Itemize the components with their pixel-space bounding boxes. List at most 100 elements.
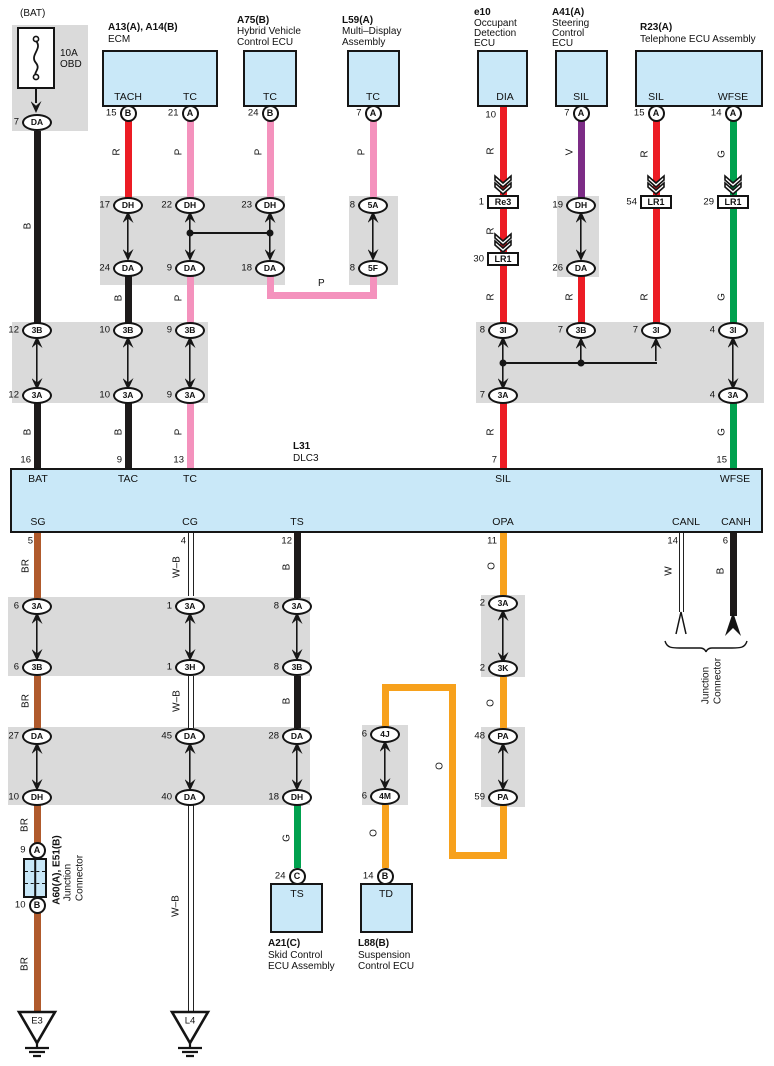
wire (577, 120, 585, 200)
wire (186, 402, 194, 468)
ecu-name: Detection (474, 28, 517, 39)
continuation-arrow-icon (675, 611, 687, 635)
wire (33, 402, 41, 468)
ecu-code: A21(C) (268, 938, 301, 949)
pin-number: 40 (161, 791, 172, 803)
pin-number: 54 (626, 196, 637, 208)
band-link-arrow (497, 609, 509, 664)
down-arrow-icon (30, 101, 42, 113)
pin-code: A (572, 104, 590, 122)
band-link-arrow (497, 742, 509, 791)
fuse-symbol-icon (32, 35, 40, 81)
wire (187, 805, 194, 1012)
wire-color-label: R (639, 150, 651, 158)
terminal-label: WFSE (717, 91, 749, 103)
gray-band (8, 727, 310, 805)
pin-number: 7 (632, 324, 638, 336)
wire (186, 276, 194, 323)
terminal-label: TC (183, 473, 197, 485)
terminal-label: TC (366, 91, 380, 103)
pin-code: A (28, 841, 46, 859)
terminal-label: TAC (117, 473, 139, 485)
connector-code: 5F (358, 259, 388, 277)
connector-code: DH (255, 196, 285, 214)
connector-code: DA (566, 259, 596, 277)
junction-connector-code: A60(A), E51(B) (51, 835, 63, 905)
ecu-name: Multi–Display (342, 26, 402, 37)
band-link-arrow (122, 336, 134, 390)
connector-code: 3H (175, 658, 205, 676)
junction-dot (577, 359, 585, 367)
connector-code: 3A (22, 597, 52, 615)
pin-number: 1 (166, 600, 172, 612)
flow-arrow-icon (647, 174, 665, 196)
pin-number: 8 (349, 199, 355, 211)
connector-code: DA (282, 727, 312, 745)
wire-color-label: R (485, 227, 497, 235)
connector-code: Re3 (487, 195, 519, 209)
wire (293, 805, 301, 868)
ecu-name: Control ECU (358, 961, 415, 972)
connector-code: DA (175, 788, 205, 806)
junction-connector-line1: Junction (62, 863, 74, 902)
junction-connector-line1: Junction (700, 666, 712, 705)
pin-number: 10 (485, 109, 496, 121)
pin-number: 8 (273, 600, 279, 612)
wire (499, 677, 507, 728)
pin-number: 45 (161, 730, 172, 742)
pin-number: 59 (474, 791, 485, 803)
wire-color-label: O (485, 699, 497, 707)
connector-code: DH (566, 196, 596, 214)
junction-dot (266, 229, 274, 237)
pin-number: 7 (479, 389, 485, 401)
connector-code: 4J (370, 725, 400, 743)
pin-code: C (288, 867, 306, 885)
pin-code: A (647, 104, 665, 122)
connector-code: 3A (488, 386, 518, 404)
pin-number: 18 (241, 262, 252, 274)
terminal-label: WFSE (719, 473, 751, 485)
pin-number: 14 (362, 870, 374, 882)
wire (33, 533, 41, 598)
wire-color-label: O (434, 762, 446, 770)
pin-number: 14 (710, 107, 722, 119)
wire (381, 683, 456, 691)
connector-code: DA (113, 259, 143, 277)
pin-number: 30 (473, 253, 484, 265)
wire (499, 402, 507, 468)
pin-number: 9 (166, 324, 172, 336)
wire (652, 120, 660, 196)
wire (499, 209, 507, 253)
ecu-code: A13(A), A14(B) (108, 22, 178, 33)
connector-code: DA (175, 259, 205, 277)
wire-color-label: BR (19, 818, 31, 832)
connector-code: 3A (718, 386, 748, 404)
ecu-name: Hybrid Vehicle (237, 26, 301, 37)
connector-code: LR1 (487, 252, 519, 266)
wire-color-label: O (368, 829, 380, 837)
pin-code: A (181, 104, 199, 122)
pin-number: 16 (20, 454, 31, 466)
band-link-arrow (184, 612, 196, 661)
terminal-label: TS (290, 516, 304, 528)
ecu-code: A75(B) (237, 15, 270, 26)
